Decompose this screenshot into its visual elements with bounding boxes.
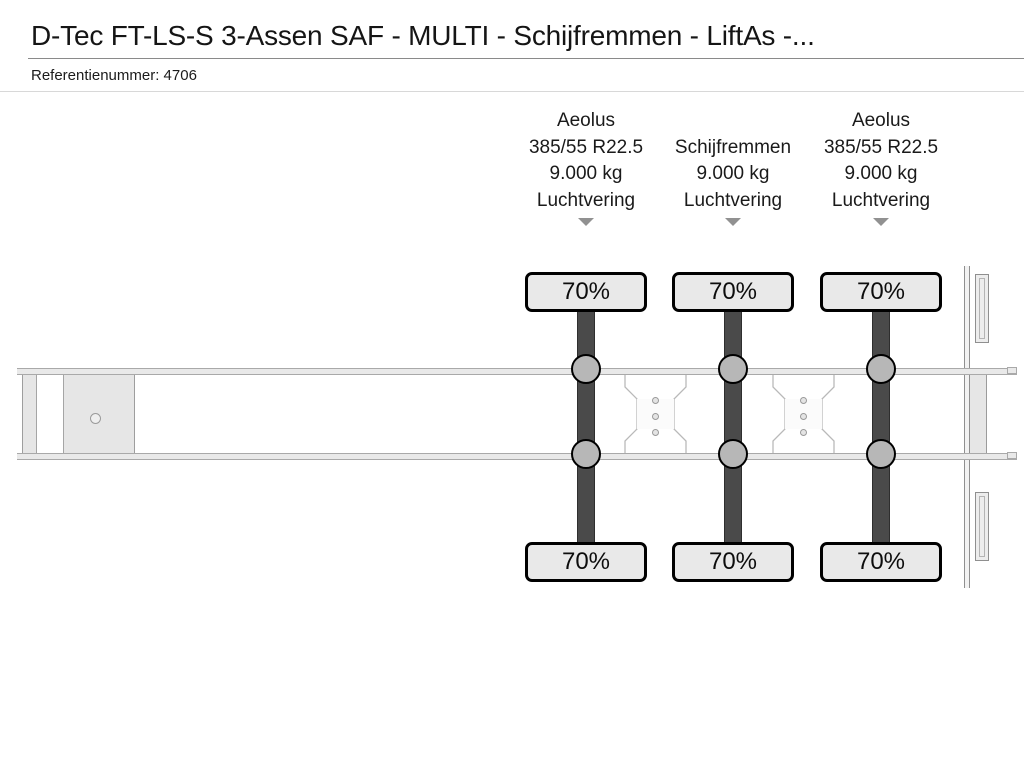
trailer-diagram: Aeolus 385/55 R22.5 9.000 kg Luchtvering…: [0, 92, 1024, 768]
crossmember-bolt-hole: [799, 429, 807, 436]
tread-badge-axle-3-left[interactable]: 70%: [820, 272, 942, 312]
wheel-hub-axle-1-left: [571, 354, 601, 384]
wheel-hub-axle-2-left: [718, 354, 748, 384]
caret-down-icon: [725, 218, 741, 226]
tread-badge-axle-2-right[interactable]: 70%: [672, 542, 794, 582]
rear-light-inner: [979, 496, 985, 557]
axle-label-3-line-2: 385/55 R22.5: [823, 136, 939, 158]
axle-label-3-line-4: Luchtvering: [831, 189, 931, 211]
caret-down-icon: [873, 218, 889, 226]
axle-label-2-line-2: 9.000 kg: [696, 163, 770, 184]
wheel-hub-axle-2-right: [718, 439, 748, 469]
axle-label-2-line-1: Schijfremmen: [674, 136, 792, 158]
crossmember-bolt-hole: [799, 413, 807, 420]
chassis-rail-top: [17, 368, 1017, 375]
crossmember-bolt-hole: [651, 413, 659, 420]
rear-light-upper: [975, 274, 989, 343]
wheel-hub-axle-3-left: [866, 354, 896, 384]
axle-label-2-line-3: Luchtvering: [683, 189, 783, 211]
axle-label-1: Aeolus 385/55 R22.5 9.000 kg Luchtvering: [511, 108, 661, 226]
axle-assembly-2: 70% 70%: [672, 272, 794, 582]
chassis-rail-bottom-cap: [1007, 452, 1017, 459]
listing-header: D-Tec FT-LS-S 3-Assen SAF - MULTI - Schi…: [0, 0, 1024, 92]
axle-label-1-line-4: Luchtvering: [536, 189, 636, 211]
rear-light-inner: [979, 278, 985, 339]
caret-down-icon: [578, 218, 594, 226]
axle-label-1-line-1: Aeolus: [556, 110, 616, 131]
chassis-rear-post: [964, 266, 970, 588]
tread-badge-axle-1-right[interactable]: 70%: [525, 542, 647, 582]
chassis-front-slot: [36, 374, 64, 453]
header-bottom-divider: [0, 91, 1024, 92]
crossmember-bolt-hole: [651, 429, 659, 436]
page-title: D-Tec FT-LS-S 3-Assen SAF - MULTI - Schi…: [31, 20, 815, 51]
rear-light-lower: [975, 492, 989, 561]
axle-label-3: Aeolus 385/55 R22.5 9.000 kg Luchtvering: [806, 108, 956, 226]
axle-label-3-line-3: 9.000 kg: [844, 163, 918, 184]
tread-badge-axle-2-left[interactable]: 70%: [672, 272, 794, 312]
chassis-crossmember-2: [771, 373, 836, 454]
axle-label-3-line-1: Aeolus: [851, 110, 911, 131]
axle-assembly-1: 70% 70%: [525, 272, 647, 582]
crossmember-bolt-hole: [799, 397, 807, 404]
tread-badge-axle-3-right[interactable]: 70%: [820, 542, 942, 582]
crossmember-bolt-hole: [651, 397, 659, 404]
chassis-rail-top-cap: [1007, 367, 1017, 374]
axle-label-1-line-2: 385/55 R22.5: [528, 136, 644, 158]
chassis-front-beam: [135, 374, 519, 453]
chassis-crossmember-1: [623, 373, 688, 454]
axle-label-2: Schijfremmen 9.000 kg Luchtvering: [658, 135, 808, 226]
title-divider: [28, 58, 1024, 59]
wheel-hub-axle-1-right: [571, 439, 601, 469]
reference-number: Referentienummer: 4706: [31, 67, 197, 84]
wheel-hub-axle-3-right: [866, 439, 896, 469]
axle-label-1-line-3: 9.000 kg: [549, 163, 623, 184]
chassis-rail-bottom: [17, 453, 1017, 460]
kingpin-hole-icon: [90, 413, 101, 424]
axle-assembly-3: 70% 70%: [820, 272, 942, 582]
tread-badge-axle-1-left[interactable]: 70%: [525, 272, 647, 312]
